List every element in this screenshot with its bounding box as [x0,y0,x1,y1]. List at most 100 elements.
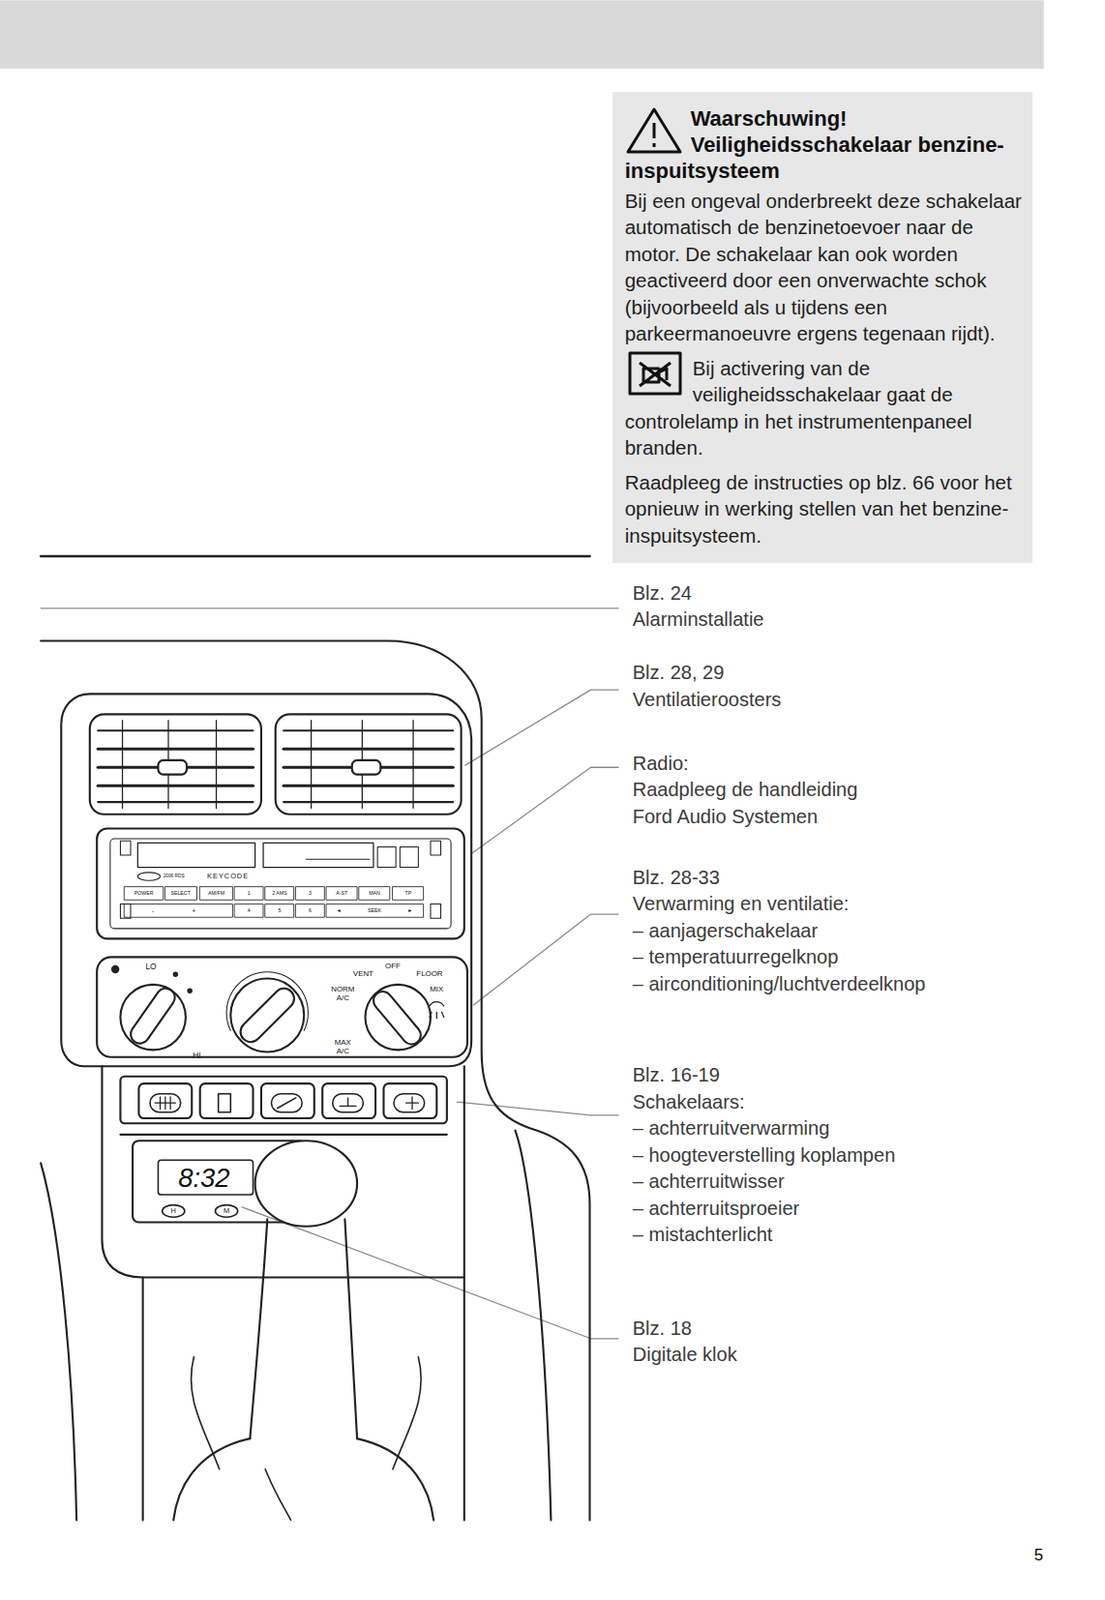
radio [358,887,390,901]
dashboard-outline [515,1131,552,1522]
radio [124,904,234,919]
callout-text: Digitale klok [632,1343,738,1366]
switch-row [322,1083,376,1119]
callout-text: Alarminstallatie [632,608,765,630]
switch-row [270,1094,302,1113]
switch-row [393,1094,425,1113]
callout-text: – aanjagerschakelaar [632,920,818,942]
radio [119,840,131,856]
warning-heading: Waarschuwing! Veiligheidsschakelaar benz… [625,105,1023,184]
air-vent [283,747,453,751]
air-vent [310,720,312,809]
switch-row [119,1076,447,1125]
radio [137,842,255,867]
fuel-cutoff-symbol [629,353,681,394]
heater-controls [119,985,185,1050]
clock-button-label: H [171,1207,177,1216]
radio-button-label: KEYCODE [207,872,249,881]
radio [124,887,164,901]
radio [326,887,358,901]
dashboard-outline [40,641,590,1522]
callout-text: Blz. 24 [632,582,692,604]
air-vent [121,720,123,809]
radio [235,904,265,919]
leader-line [473,914,619,1006]
radio [305,859,369,861]
callout-text: Blz. 18 [632,1317,692,1340]
radio [296,887,326,901]
warning-text: Raadpleeg de instructies op blz. 66 voor… [625,469,1023,550]
control-label: NORM A/C [327,985,359,1003]
clock-display: 8:32 [178,1164,230,1194]
leader-line [465,689,619,766]
heater-controls [365,985,431,1050]
fuel-cutoff-symbol [625,347,686,400]
switch-row [200,1083,254,1119]
callout-text: – hoogteverstelling koplampen [632,1144,896,1166]
fuel-cutoff-symbol [625,347,686,400]
radio [119,904,131,920]
callout-text: Ventilatieroosters [632,688,782,711]
heater-controls [187,989,191,993]
control-label: LO [145,962,156,972]
callout-text: – achterruitwisser [632,1170,785,1193]
clock-button-label: M [223,1207,230,1216]
radio-button-label: 6 [308,908,312,915]
radio-button-label: ► [407,908,413,915]
clock-panel [214,1205,238,1219]
radio-button-label: SELECT [170,891,190,897]
leader-line [40,607,619,609]
radio [110,838,451,929]
air-vent [157,760,187,776]
radio [296,904,326,919]
air-vent [412,720,414,809]
air-vent [352,760,382,776]
radio [165,887,198,901]
radio [263,842,374,867]
dashboard-outline [463,1066,466,1278]
dashboard-outline [60,693,472,1067]
callout-text: Ford Audio Systemen [632,806,818,828]
radio [137,872,160,881]
page-number: 5 [1034,1547,1044,1566]
gear-lever [255,1140,358,1227]
control-label: FLOOR [416,970,443,980]
switch-row [261,1083,315,1119]
radio [265,887,295,901]
clock-panel [162,1205,185,1219]
warning-box: Waarschuwing! Veiligheidsschakelaar benz… [612,91,1033,564]
radio-button-label: 3 [308,891,312,897]
radio-button-label: A-ST [335,891,348,897]
switch-row [119,1076,447,1125]
dashboard-outline [40,641,590,1522]
dashboard-outline [119,1134,447,1136]
control-label: HI [192,1052,201,1062]
heater-controls [126,985,179,1047]
radio [200,887,234,901]
radio-button-label: 4 [247,908,251,915]
leader-line [472,767,619,854]
callout-text: Verwarming en ventilatie: [632,893,850,915]
callout-text: Schakelaars: [632,1091,746,1113]
heater-controls [429,1002,445,1019]
radio [265,904,295,919]
radio [96,829,465,940]
heater-controls [174,973,178,977]
callout-text: Blz. 28-33 [632,866,720,889]
callout-text: – achterruitsproeier [632,1196,800,1219]
dashboard-outline [40,1163,77,1521]
gear-lever [143,1140,465,1521]
switch-row [383,1083,437,1119]
control-label: MAX A/C [327,1039,359,1056]
leader-line [40,608,619,1340]
switch-row [154,1097,176,1110]
switch-row [332,1094,364,1113]
radio [326,904,423,919]
clock-panel [157,1160,253,1195]
callout-text: – achterruitverwarming [632,1117,831,1139]
radio [235,887,265,901]
air-vent [97,729,253,732]
air-vent [283,801,453,804]
switch-row [406,1097,419,1110]
